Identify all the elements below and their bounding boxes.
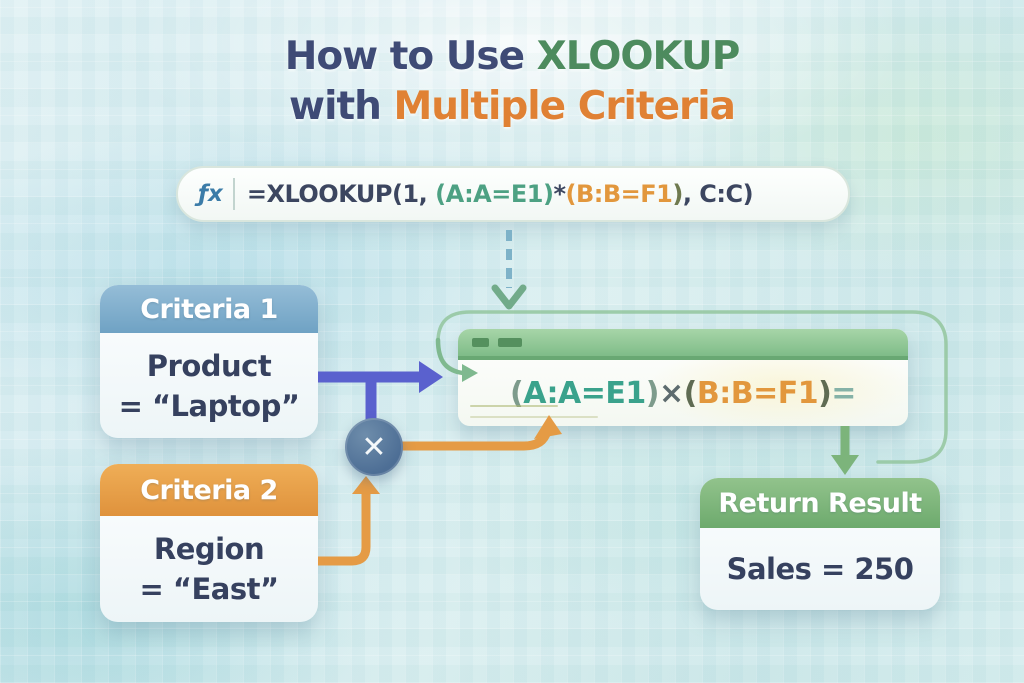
criteria-1-body: Product = “Laptop”	[100, 333, 318, 438]
decorative-underline	[470, 405, 558, 407]
decorative-underline	[470, 416, 598, 418]
criteria-2-line2: = “East”	[139, 572, 279, 606]
criteria-1-card: Criteria 1 Product = “Laptop”	[100, 285, 318, 438]
return-result-body: Sales = 250	[700, 528, 940, 610]
criteria-1-line1: Product	[146, 348, 272, 383]
title-line-2: with Multiple Criteria	[289, 84, 736, 129]
orange-up-arrow	[318, 476, 380, 566]
multiply-circle: ✕	[345, 418, 403, 476]
page-title: How to Use XLOOKUP with Multiple Criteri…	[0, 32, 1024, 132]
window-icon	[472, 338, 489, 347]
criteria-1-line2: = “Laptop”	[118, 388, 300, 423]
dashed-arrow	[491, 230, 527, 310]
result-value: Sales = 250	[726, 552, 914, 586]
array-multiplication-box: (A:A=E1) × (B:B=F1) =	[458, 329, 908, 426]
blue-arrow	[318, 361, 443, 421]
folder-icon	[498, 338, 522, 347]
criteria-2-body: Region = “East”	[100, 516, 318, 622]
formula-bar-divider	[232, 178, 235, 210]
green-down-arrow	[831, 426, 859, 475]
return-result-card: Return Result Sales = 250	[700, 478, 940, 610]
multiply-icon: ✕	[361, 429, 387, 465]
formula-text: =XLOOKUP(1, (A:A=E1)*(B:B=F1), C:C)	[246, 180, 754, 208]
criteria-2-card: Criteria 2 Region = “East”	[100, 464, 318, 622]
return-result-header: Return Result	[700, 478, 940, 528]
title-line-1: How to Use XLOOKUP	[284, 34, 741, 79]
criteria-1-header: Criteria 1	[100, 285, 318, 333]
criteria-2-header: Criteria 2	[100, 464, 318, 516]
fx-function-icon: ƒx	[198, 181, 223, 207]
criteria-2-line1: Region	[153, 532, 265, 566]
sheet-header-bar	[458, 329, 908, 360]
formula-bar[interactable]: ƒx =XLOOKUP(1, (A:A=E1)*(B:B=F1), C:C)	[176, 166, 850, 222]
